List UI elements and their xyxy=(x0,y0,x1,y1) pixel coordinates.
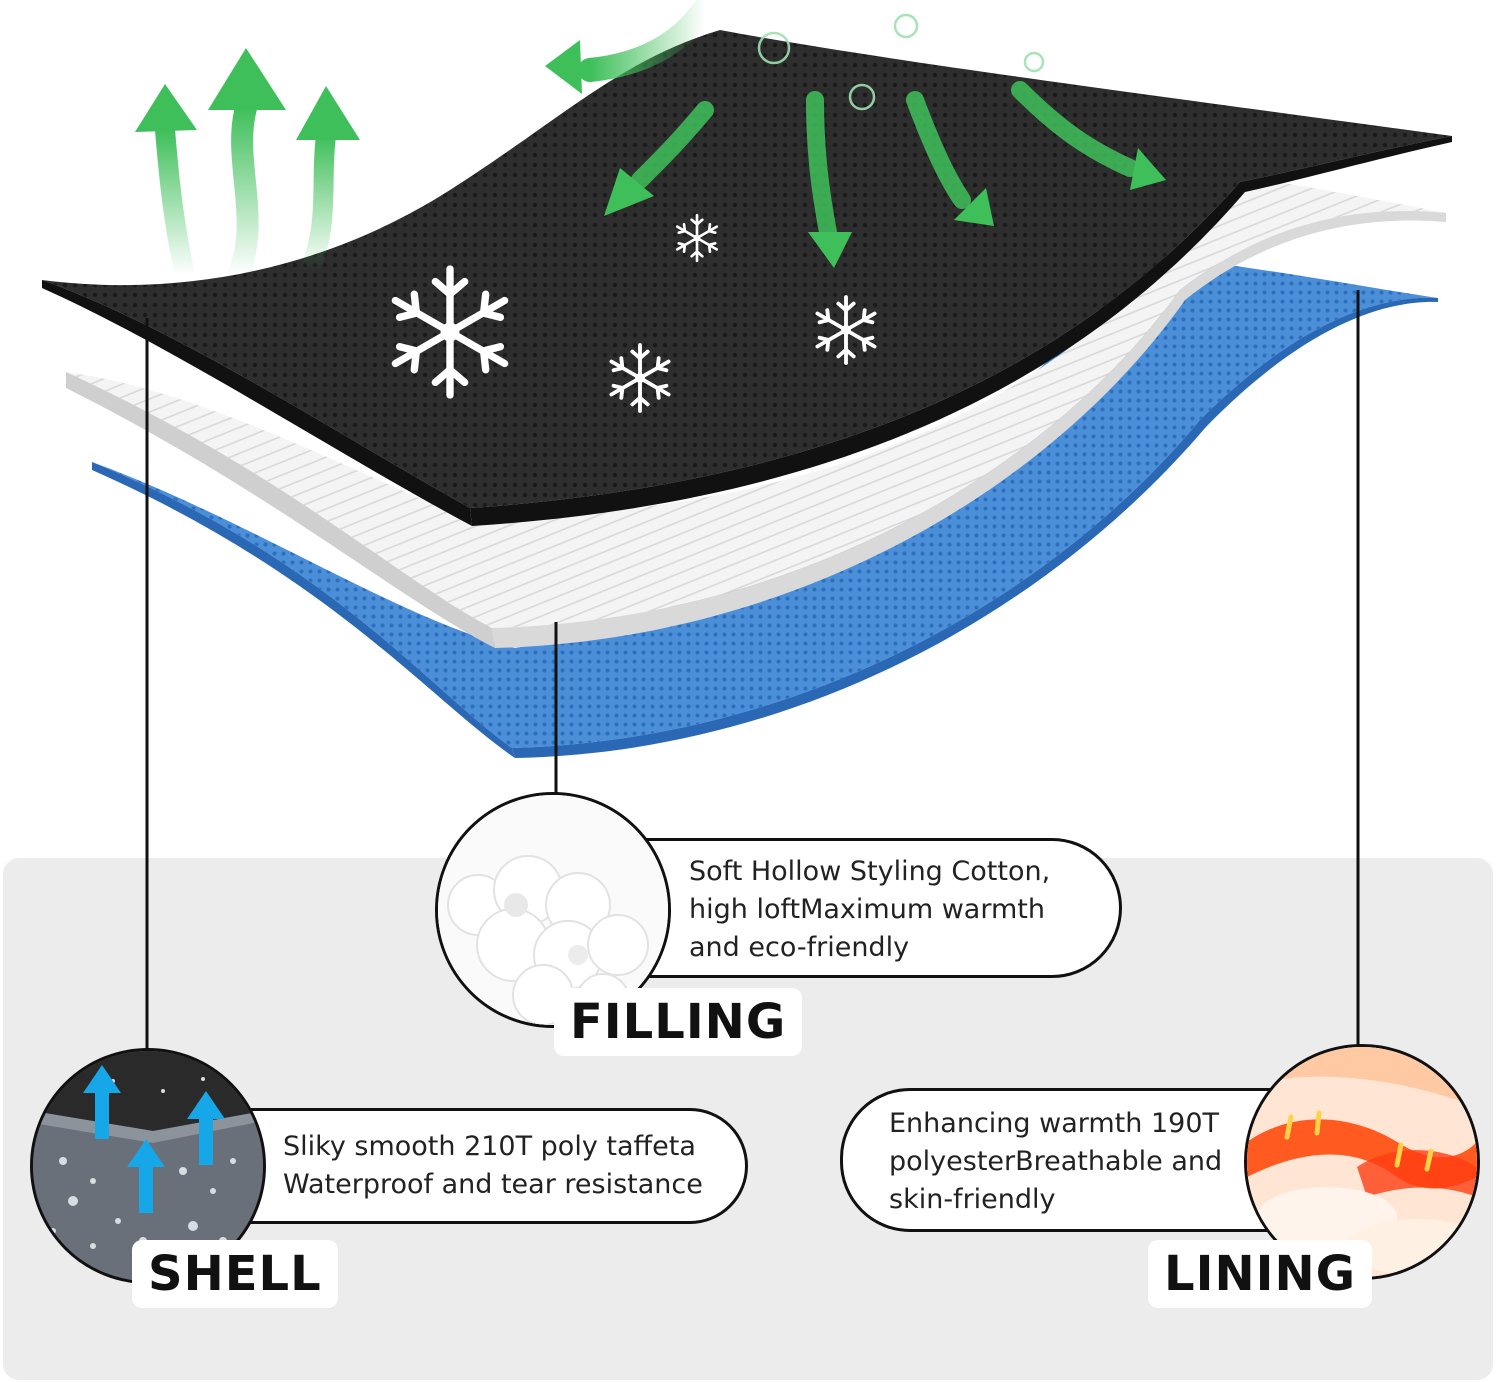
shell-label: SHELL xyxy=(132,1240,338,1308)
shell-description-line-2: Waterproof and tear resistance xyxy=(283,1169,703,1200)
green-arrow-icon xyxy=(545,0,717,94)
filling-layer xyxy=(66,176,1446,628)
shell-waterproof-image xyxy=(30,1048,266,1284)
blue-arrow-icon xyxy=(83,1065,225,1213)
green-arrow-icon xyxy=(208,48,286,286)
filling-label: FILLING xyxy=(554,988,803,1056)
water-droplet-icon xyxy=(757,13,1045,111)
lining-label: LINING xyxy=(1148,1240,1373,1308)
green-arrow-icon xyxy=(806,91,852,268)
green-arrow-icon xyxy=(604,101,714,216)
lining-description-line-2: polyesterBreathable and xyxy=(889,1146,1223,1177)
green-arrow-icon xyxy=(135,84,197,285)
filling-description-line-1: Soft Hollow Styling Cotton, xyxy=(689,856,1051,887)
green-arrow-icon xyxy=(906,91,994,226)
green-arrow-icon xyxy=(1011,81,1166,190)
filling-description-line-2: high loftMaximum warmth xyxy=(689,894,1045,925)
lining-description-line-1: Enhancing warmth 190T xyxy=(889,1108,1219,1139)
shell-description-line-1: Sliky smooth 210T poly taffeta xyxy=(283,1131,696,1162)
filling-description-line-3: and eco-friendly xyxy=(689,932,910,963)
green-arrow-icon xyxy=(296,86,360,280)
lining-description-line-3: skin-friendly xyxy=(889,1184,1056,1215)
